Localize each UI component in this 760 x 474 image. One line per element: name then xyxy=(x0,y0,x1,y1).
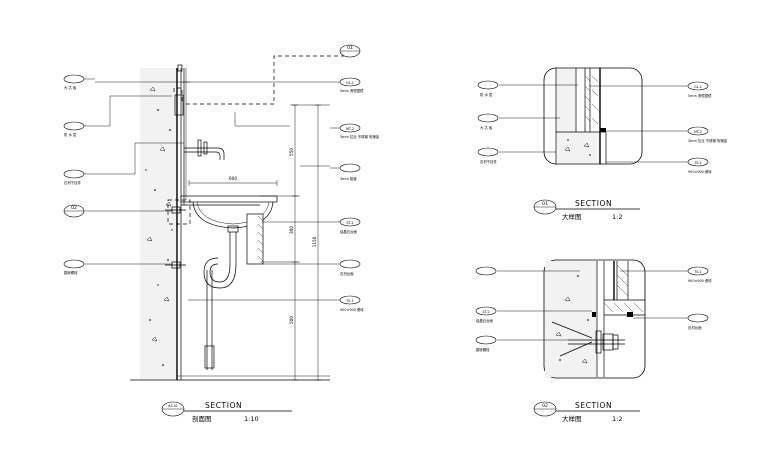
dimension-lines xyxy=(188,104,330,381)
leader-lines xyxy=(95,81,330,301)
tag-label: 900×900 瓷砖 xyxy=(688,278,712,283)
detail-01-right-tag-3: TS-1 900×900 瓷砖 xyxy=(687,157,712,174)
main-top-callout-01: 01 xyxy=(339,44,361,58)
section-title: SECTION xyxy=(575,401,612,410)
tag-label: 900×900 瓷砖 xyxy=(688,169,712,174)
detail-id: 01 xyxy=(542,201,548,207)
anchor-bolts xyxy=(165,204,260,269)
dim-cabinet-height: 300 xyxy=(289,226,294,234)
detail-02-callout-box xyxy=(167,199,191,225)
detail-01-title-block: 01 SECTION 大样图 1:2 xyxy=(533,199,640,221)
detail-02-title-block: 02 SECTION 大样图 1:2 xyxy=(533,401,640,423)
main-left-tag-3: 石材干挂件 xyxy=(63,169,95,185)
tag-label: 大 芯 板 xyxy=(480,125,493,130)
tag-label: 900×900 瓷砖 xyxy=(340,307,364,312)
detail-id: 02 xyxy=(542,403,548,409)
main-left-tag-1: 大 芯 板 xyxy=(63,74,95,90)
tag-text: 02 xyxy=(71,205,77,211)
top-fixing xyxy=(177,64,183,72)
detail-02-left-tag-3: 膨胀螺栓 xyxy=(475,335,497,352)
tag-label: 3mm 胶缝 xyxy=(340,176,357,181)
tile-fixing xyxy=(592,312,596,317)
main-left-tag-5: 膨胀螺栓 xyxy=(63,259,95,275)
tag-label: 防 水 层 xyxy=(64,132,77,137)
section-caption: 剖面图 xyxy=(192,414,212,423)
tag-text: GL-1 xyxy=(346,81,354,85)
section-scale: 1:2 xyxy=(612,213,622,221)
drain-pipe xyxy=(203,232,237,370)
tag-label: 膨胀螺栓 xyxy=(476,347,490,352)
main-left-tag-2: 防 水 层 xyxy=(63,121,95,137)
tag-text: GL-1 xyxy=(694,85,702,89)
tag-text: TS-1 xyxy=(693,270,702,274)
section-title: SECTION xyxy=(575,199,612,208)
dim-basin-width: 600 xyxy=(229,176,237,181)
tag-label: 石材干挂件 xyxy=(480,159,498,164)
detail-02-left-tag-2: ST-2 结晶石台面 xyxy=(475,306,497,323)
tag-label: 3mm 拉丝 不锈钢 玫瑰金 xyxy=(340,134,380,139)
detail-01-left-tag-1: 防 水 层 xyxy=(477,80,499,97)
faucet xyxy=(184,139,225,160)
main-section: 600 550 300 1150 500 xyxy=(95,55,344,381)
mirror-bracket xyxy=(174,94,184,116)
tag-text: MT-2 xyxy=(346,127,354,131)
tag-text: ST-2 xyxy=(346,221,353,225)
main-left-tag-4: 02 xyxy=(63,204,95,218)
detail-01-left-tag-2: 大 芯 板 xyxy=(477,113,499,130)
tag-label: 结晶石台面 xyxy=(476,318,494,323)
main-right-tag-1: GL-1 5mm 清镜银镜 xyxy=(330,77,364,93)
detail-01-right-tag-1: GL-1 5mm 清镜银镜 xyxy=(687,81,712,98)
detail-02-right-tag-2: 石材台面 xyxy=(687,313,709,330)
main-right-tag-5: 石材台面 xyxy=(330,259,361,276)
tag-label: 大 芯 板 xyxy=(64,85,77,90)
detail-01: 防 水 层 大 芯 板 石材干挂件 GL-1 5mm 清镜银镜 MT-2 3mm… xyxy=(477,67,728,221)
section-scale: 1:2 xyxy=(612,415,622,423)
dim-total-height: 1150 xyxy=(312,236,317,247)
tag-label: 石材台面 xyxy=(340,271,354,276)
detail-01-callout-box xyxy=(173,87,183,104)
section-caption: 大样图 xyxy=(562,212,582,221)
detail-02: ST-2 结晶石台面 膨胀螺栓 TS-1 900×900 瓷砖 石材台面 02 … xyxy=(475,259,712,423)
tag-label: 结晶石台面 xyxy=(340,229,358,234)
vanity-countertop xyxy=(180,195,278,265)
detail-01-left-tag-3: 石材干挂件 xyxy=(477,147,499,164)
tag-text: MT-2 xyxy=(694,130,702,134)
dim-floor-height: 500 xyxy=(289,316,294,324)
main-right-tag-6: TS-1 900×900 瓷砖 xyxy=(330,295,364,312)
tag-label: 3mm 拉丝 不锈钢 玫瑰金 xyxy=(688,138,728,143)
section-title: SECTION xyxy=(205,401,242,410)
dim-mirror-height: 550 xyxy=(289,148,294,156)
detail-02-right-tag-1: TS-1 900×900 瓷砖 xyxy=(687,266,712,283)
tag-label: 石材台面 xyxy=(688,325,702,330)
countertop-fixing xyxy=(627,312,633,317)
tag-text: ST-2 xyxy=(482,310,489,314)
tag-label: 膨胀螺栓 xyxy=(64,270,78,275)
main-right-tag-3: 3mm 胶缝 xyxy=(330,163,361,181)
tag-label: 5mm 清镜银镜 xyxy=(340,88,364,93)
tag-label: 防 水 层 xyxy=(480,92,493,97)
mt2-edge-trim xyxy=(600,128,606,132)
main-right-tag-2: MT-2 3mm 拉丝 不锈钢 玫瑰金 xyxy=(330,123,380,139)
tag-text: TS-1 xyxy=(345,299,354,303)
callout-text: 01 xyxy=(347,45,353,51)
tag-text: TS-1 xyxy=(693,161,702,165)
detail-01-leader xyxy=(186,55,344,105)
ref-text: A3.01 xyxy=(168,404,178,408)
detail-02-left-tag-1 xyxy=(475,266,497,276)
tag-label: 石材干挂件 xyxy=(64,180,82,185)
section-scale: 1:10 xyxy=(244,415,259,423)
tag-label: 5mm 清镜银镜 xyxy=(688,93,712,98)
main-right-tag-4: ST-2 结晶石台面 xyxy=(330,217,361,234)
section-caption: 大样图 xyxy=(562,414,582,423)
concrete-aggregate xyxy=(145,86,173,367)
detail-01-right-tag-2: MT-2 3mm 拉丝 不锈钢 玫瑰金 xyxy=(687,126,728,143)
main-title-block: A3.01 SECTION 剖面图 1:10 xyxy=(161,401,292,423)
expansion-bolt xyxy=(551,321,625,357)
